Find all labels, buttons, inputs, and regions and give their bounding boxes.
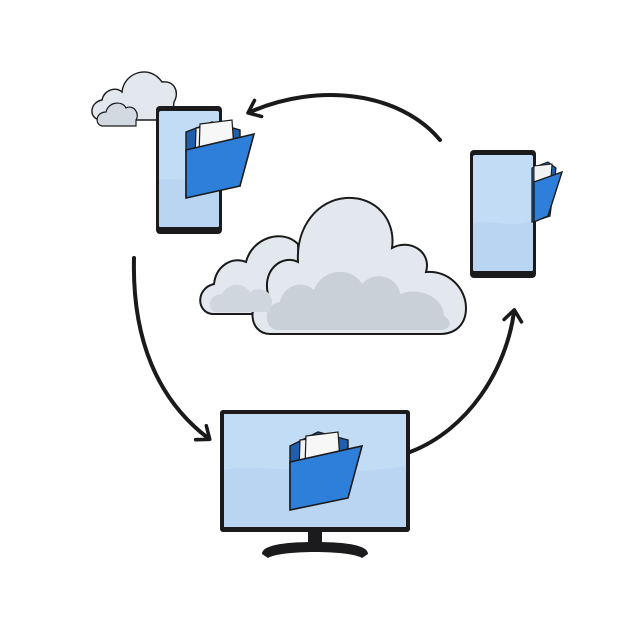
arrow-monitor-to-phone-right (408, 308, 524, 454)
arrows (131, 93, 524, 454)
folder-icon (185, 119, 256, 199)
folder-icon (531, 161, 564, 224)
arrow-phone-right-to-phone-top-left (246, 93, 442, 142)
phone-right (470, 150, 564, 278)
cloud-shade (266, 271, 450, 330)
cloud-icon (199, 196, 468, 335)
arrow-phone-top-left-to-monitor (131, 256, 212, 442)
monitor-stand (262, 542, 368, 558)
monitor-neck (308, 532, 322, 544)
phone-top-left (156, 106, 256, 234)
folder-icon (289, 431, 364, 511)
cloud-badge-icon (91, 71, 178, 127)
desktop-monitor (220, 410, 410, 558)
